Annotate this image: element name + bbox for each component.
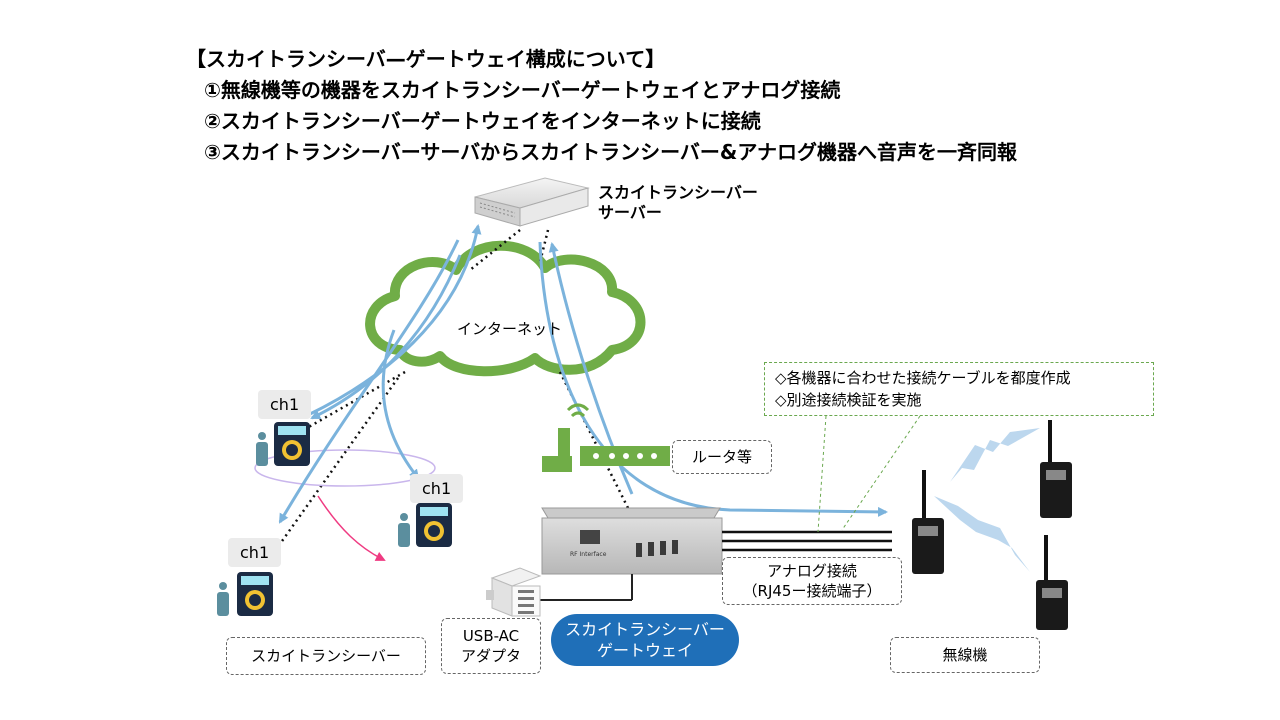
note-line-2: ◇別途接続検証を実施 (775, 391, 922, 409)
person-icon-2 (398, 513, 410, 547)
note-line-1: ◇各機器に合わせた接続ケーブルを都度作成 (775, 369, 1071, 387)
note-connectors (817, 415, 921, 533)
adapter-label: USB-AC アダプタ (441, 618, 541, 674)
channel-label-2: ch1 (410, 474, 464, 503)
adapter-label-line2: アダプタ (460, 647, 521, 665)
radio-icon-1 (912, 470, 944, 574)
server-label-line2: サーバー (598, 203, 662, 222)
router-label: ルータ等 (672, 440, 772, 474)
header: 【スカイトランシーバ—ゲートウェイ構成について】 ①無線機等の機器をスカイトラン… (186, 44, 1166, 168)
radio-wave-bolts (934, 428, 1040, 572)
transceiver-device-1 (274, 422, 310, 466)
audio-flow-arrows (278, 224, 888, 524)
analog-label-line2: （RJ45ー接続端子） (742, 582, 882, 600)
radio-icon-3 (1036, 535, 1068, 630)
gateway-label-line2: ゲートウェイ (596, 641, 693, 660)
analog-label: アナログ接続 （RJ45ー接続端子） (722, 557, 902, 605)
transceiver-label: スカイトランシーバー (226, 637, 426, 675)
header-item-3: ③スカイトランシーバーサーバからスカイトランシーバー&アナログ機器へ音声を一斉同… (204, 140, 1017, 164)
channel-label-3: ch1 (228, 538, 282, 567)
radio-icon-2 (1040, 420, 1072, 518)
gateway-label-line1: スカイトランシーバー (565, 620, 725, 639)
gateway-label: スカイトランシーバー ゲートウェイ (551, 614, 739, 666)
radio-label: 無線機 (890, 637, 1040, 673)
transceiver-device-2 (416, 503, 452, 547)
internet-cloud-icon (365, 240, 646, 377)
pink-arrow (317, 495, 386, 561)
header-item-1: ①無線機等の機器をスカイトランシーバーゲートウェイとアナログ接続 (204, 78, 841, 102)
cloud-label: インターネット (457, 320, 563, 338)
channel-label-1: ch1 (258, 390, 312, 419)
network-links (263, 229, 632, 566)
server-label: スカイトランシーバー サーバー (598, 183, 758, 223)
group-ring (254, 449, 436, 487)
gateway-device-text: RF Interface (570, 551, 607, 558)
server-icon (474, 177, 590, 227)
person-icon-1 (256, 432, 268, 466)
server-label-line1: スカイトランシーバー (598, 183, 758, 202)
header-title: 【スカイトランシーバ—ゲートウェイ構成について】 (186, 47, 666, 71)
transceiver-device-3 (237, 572, 273, 616)
analog-label-line1: アナログ接続 (767, 562, 857, 580)
gateway-device-icon: RF Interface (538, 507, 723, 601)
header-item-2: ②スカイトランシーバーゲートウェイをインターネットに接続 (204, 109, 761, 133)
analog-cables (722, 530, 892, 552)
usb-adapter-icon (486, 567, 542, 617)
note-box: ◇各機器に合わせた接続ケーブルを都度作成 ◇別途接続検証を実施 (764, 362, 1154, 416)
adapter-label-line1: USB-AC (462, 627, 520, 645)
router-icon (542, 403, 670, 472)
person-icon-3 (217, 582, 229, 616)
